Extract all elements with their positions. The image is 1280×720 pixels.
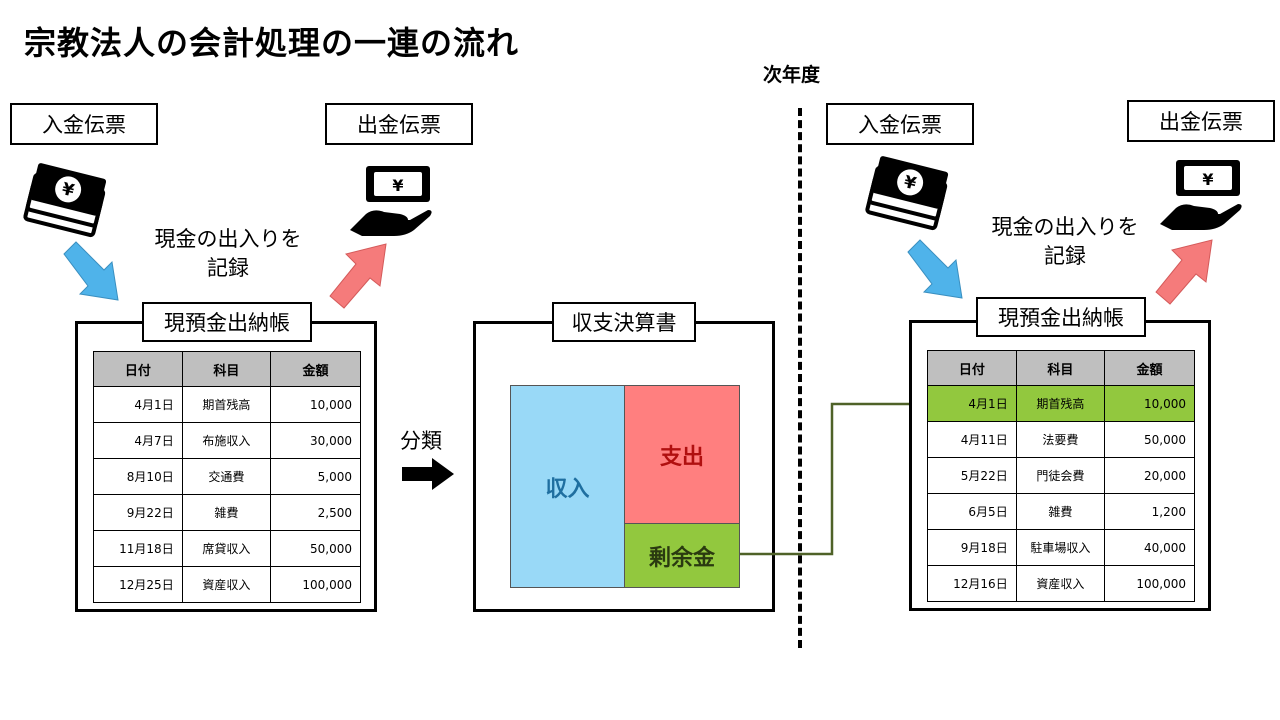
column-header-amount: 金額 [270, 351, 361, 387]
cell-item: 駐車場収入 [1015, 529, 1106, 566]
cell-amount: 50,000 [270, 530, 361, 567]
cell-item: 資産収入 [181, 566, 272, 603]
yen-bills-icon: ¥ [23, 163, 107, 238]
cell-item: 法要費 [1015, 421, 1106, 458]
income-slip-label: 入金伝票 [826, 103, 974, 145]
column-header-amount: 金額 [1104, 350, 1195, 386]
table-row: 6月5日 雑費 1,200 [927, 493, 1195, 530]
cell-item: 交通費 [181, 458, 272, 495]
cell-item: 雑費 [1015, 493, 1106, 530]
income-block: 収入 [510, 385, 625, 588]
cell-date: 12月25日 [93, 566, 183, 603]
cell-item: 雑費 [181, 494, 272, 531]
cell-date: 11月18日 [93, 530, 183, 567]
classify-label: 分類 [400, 429, 442, 453]
yen-bills-icon: ¥ [865, 156, 949, 231]
hand-receiving-yen-icon: ¥ [350, 166, 432, 236]
table-row: 12月25日 資産収入 100,000 [93, 566, 361, 603]
table-row: 9月22日 雑費 2,500 [93, 494, 361, 531]
cell-amount: 5,000 [270, 458, 361, 495]
column-header-date: 日付 [927, 350, 1017, 386]
svg-text:¥: ¥ [60, 179, 76, 201]
cash-ledger-title: 現預金出納帳 [976, 297, 1146, 337]
red-arrow-icon [1155, 239, 1213, 305]
column-header-item: 科目 [181, 351, 272, 387]
table-row: 12月16日 資産収入 100,000 [927, 565, 1195, 602]
table-header-row: 日付 科目 金額 [93, 351, 361, 387]
record-note-line1: 現金の出入りを [154, 227, 302, 251]
table-row: 9月18日 駐車場収入 40,000 [927, 529, 1195, 566]
red-arrow-icon [329, 243, 387, 309]
cell-item: 資産収入 [1015, 565, 1106, 602]
table-header-row: 日付 科目 金額 [927, 350, 1195, 386]
cell-date: 4月11日 [927, 421, 1017, 458]
svg-text:¥: ¥ [1202, 170, 1213, 189]
table-row: 11月18日 席貸収入 50,000 [93, 530, 361, 567]
cell-item: 門徒会費 [1015, 457, 1106, 494]
cell-item: 席貸収入 [181, 530, 272, 567]
page-title: 宗教法人の会計処理の一連の流れ [24, 24, 520, 62]
hand-receiving-yen-icon: ¥ [1160, 160, 1242, 230]
cell-amount: 10,000 [270, 386, 361, 423]
record-note-line2: 記録 [1044, 244, 1086, 268]
cell-date: 9月22日 [93, 494, 183, 531]
cell-amount: 100,000 [1104, 565, 1195, 602]
cell-date: 4月7日 [93, 422, 183, 459]
cell-date: 9月18日 [927, 529, 1017, 566]
cell-date: 5月22日 [927, 457, 1017, 494]
cash-ledger-table: 日付 科目 金額 4月1日 期首残高 10,000 4月7日 布施収入 30,0… [93, 351, 361, 603]
expense-block: 支出 [624, 385, 740, 524]
cell-date: 12月16日 [927, 565, 1017, 602]
carryover-connector [740, 399, 928, 556]
income-statement-title: 収支決算書 [552, 302, 696, 342]
cell-amount: 30,000 [270, 422, 361, 459]
cell-amount: 2,500 [270, 494, 361, 531]
cell-item: 布施収入 [181, 422, 272, 459]
table-row: 4月7日 布施収入 30,000 [93, 422, 361, 459]
table-row-opening-balance: 4月1日 期首残高 10,000 [927, 385, 1195, 422]
cell-date: 8月10日 [93, 458, 183, 495]
right-arrow-icon [402, 458, 454, 490]
cell-date: 4月1日 [927, 385, 1017, 422]
table-row: 4月1日 期首残高 10,000 [93, 386, 361, 423]
income-slip-label: 入金伝票 [10, 103, 158, 145]
column-header-date: 日付 [93, 351, 183, 387]
cell-date: 4月1日 [93, 386, 183, 423]
blue-arrow-icon [907, 239, 963, 299]
svg-text:¥: ¥ [392, 176, 403, 195]
svg-text:¥: ¥ [902, 172, 918, 194]
table-row: 4月11日 法要費 50,000 [927, 421, 1195, 458]
table-row: 5月22日 門徒会費 20,000 [927, 457, 1195, 494]
cell-amount: 100,000 [270, 566, 361, 603]
cash-ledger-table: 日付 科目 金額 4月1日 期首残高 10,000 4月11日 法要費 50,0… [927, 350, 1195, 602]
expense-slip-label: 出金伝票 [1127, 100, 1275, 142]
blue-arrow-icon [63, 241, 119, 301]
column-header-item: 科目 [1015, 350, 1106, 386]
cell-amount: 1,200 [1104, 493, 1195, 530]
cell-item: 期首残高 [1015, 385, 1106, 422]
expense-slip-label: 出金伝票 [325, 103, 473, 145]
cell-date: 6月5日 [927, 493, 1017, 530]
cell-amount: 10,000 [1104, 385, 1195, 422]
year-divider [798, 108, 802, 648]
cell-item: 期首残高 [181, 386, 272, 423]
cell-amount: 20,000 [1104, 457, 1195, 494]
surplus-block: 剰余金 [624, 523, 740, 588]
table-row: 8月10日 交通費 5,000 [93, 458, 361, 495]
cell-amount: 40,000 [1104, 529, 1195, 566]
record-note-line1: 現金の出入りを [991, 215, 1139, 239]
cash-ledger-title: 現預金出納帳 [142, 302, 312, 342]
record-note-line2: 記録 [207, 256, 249, 280]
next-year-label: 次年度 [763, 64, 821, 86]
cell-amount: 50,000 [1104, 421, 1195, 458]
